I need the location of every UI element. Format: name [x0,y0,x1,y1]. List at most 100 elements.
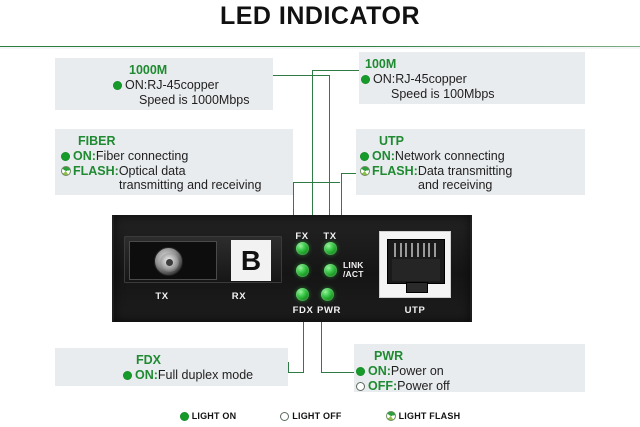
legend: LIGHT ON LIGHT OFF LIGHT FLASH [0,411,640,421]
callout-1000m: 1000M ON:RJ-45copper Speed is 1000Mbps [55,58,273,110]
fiber-ferrule-inner [160,253,179,272]
callout-fiber-on-text: ON:Fiber connecting [73,149,189,163]
callout-fiber-flash-text2: transmitting and receiving [119,178,262,192]
light-on-icon [361,75,370,84]
fiber-tx-port [129,241,217,280]
callout-pwr-off-text: OFF:Power off [368,378,450,393]
callout-utp: UTP ON:Network connecting FLASH:Data tra… [356,129,585,195]
page-title: LED INDICATOR [219,2,421,30]
led-tx-label: TX [323,231,337,242]
callout-utp-title: UTP [379,134,404,148]
led-pwr [321,288,334,301]
light-flash-icon [61,166,71,176]
utp-label: UTP [404,305,426,316]
led-pwr-label: PWR [317,305,341,316]
callout-fdx: FDX ON:Full duplex mode [55,348,288,386]
fiber-rx-type-letter: B [240,244,262,276]
light-on-icon [360,152,369,161]
rj45-inner-body [392,259,440,281]
connector-line-1000m-v [329,75,331,218]
callout-pwr: PWR ON:Power on OFF:Power off [354,344,585,394]
callout-100m-speed-text: Speed is 100Mbps [391,86,495,101]
callout-pwr-off-row: OFF:Power off [356,379,577,394]
light-off-icon [280,411,290,421]
connector-line-fiber-v [293,182,295,218]
callout-100m-on-text: ON:RJ-45copper [373,72,467,86]
callout-fdx-on-row: ON:Full duplex mode [123,368,280,383]
callout-pwr-on-row: ON:Power on [356,364,577,379]
light-on-icon [61,152,70,161]
light-flash-icon [385,411,396,421]
callout-100m-on-row: ON:RJ-45copper [361,72,577,87]
connector-line-pwr-h [321,372,354,374]
fiber-tx-label: TX [155,291,169,302]
panel-left-edge [112,215,114,322]
callout-1000m-speed-text: Speed is 1000Mbps [139,92,250,107]
callout-100m-title: 100M [365,57,397,71]
led-linkact-line2: /ACT [343,269,364,279]
led-utp-linkact [324,264,337,277]
led-linkact-label: LINK /ACT [343,261,377,279]
light-on-icon [123,371,132,380]
legend-light-off-label: LIGHT OFF [292,411,342,421]
callout-utp-on-text: ON:Network connecting [372,149,505,163]
led-fx [296,242,309,255]
callout-fiber-flash-text: FLASH:Optical data [73,163,186,178]
rj45-pin-contacts [394,243,436,257]
callout-fiber: FIBER ON:Fiber connecting FLASH:Optical … [55,129,293,195]
light-off-icon [356,381,365,391]
fiber-rx-port-type-b: B [231,240,271,281]
led-fdx [296,288,309,301]
callout-fdx-on-text: ON:Full duplex mode [135,368,254,382]
utp-rj45-port [379,231,451,298]
connector-line-fdx-v [303,322,305,373]
led-linkact-line1: LINK [343,260,364,270]
light-on-icon [113,81,122,90]
connector-line-pwr-v [321,322,323,373]
led-fx-label: FX [295,231,309,242]
led-fiber-linkact [296,264,309,277]
connector-line-fdx-h [288,372,304,374]
callout-1000m-title: 1000M [129,63,168,77]
title-divider-shadow [0,47,640,49]
legend-item-light-on: LIGHT ON [179,411,237,421]
title-divider [0,46,640,47]
connector-line-100m-h [312,70,360,72]
callout-utp-flash-text: FLASH:Data transmitting [372,163,513,178]
callout-1000m-on-row: ON:RJ-45copper [113,78,265,93]
light-on-icon [356,367,365,376]
callout-100m: 100M ON:RJ-45copper Speed is 100Mbps [359,52,585,104]
led-fdx-label: FDX [292,305,314,316]
connector-line-utp-h [341,173,365,175]
callout-pwr-on-text: ON:Power on [368,364,444,378]
connector-line-100m-v [312,70,314,218]
fiber-ferrule [154,247,183,276]
connector-line-fdx-v2 [288,362,290,373]
callout-fiber-title: FIBER [78,134,116,148]
callout-fiber-on-row: ON:Fiber connecting [61,149,285,164]
callout-fiber-flash-row: FLASH:Optical data [61,164,285,179]
rj45-cavity [387,239,445,284]
callout-pwr-title: PWR [374,349,404,363]
fiber-connector-module: B [124,236,282,283]
media-converter-panel: B TX RX FX TX LINK /ACT FDX PWR [112,215,472,322]
rj45-latch-slot [406,282,428,293]
legend-item-light-flash: LIGHT FLASH [385,411,461,421]
callout-utp-flash-row: FLASH:Data transmitting [360,164,577,179]
callout-utp-flash-text2: and receiving [418,178,493,192]
fiber-ferrule-core [166,259,173,266]
legend-item-light-off: LIGHT OFF [280,411,341,421]
led-tx [324,242,337,255]
callout-fdx-title: FDX [136,353,161,367]
connector-line-fiber-h [293,182,340,184]
light-flash-icon [360,166,370,176]
light-on-icon [179,411,189,421]
connector-line-1000m-h [272,75,330,77]
connector-line-utp-v [341,173,343,218]
callout-1000m-on-text: ON:RJ-45copper [125,78,219,92]
legend-light-flash-label: LIGHT FLASH [398,411,461,421]
panel-right-edge [470,215,472,322]
legend-light-on-label: LIGHT ON [191,411,237,421]
callout-utp-on-row: ON:Network connecting [360,149,577,164]
